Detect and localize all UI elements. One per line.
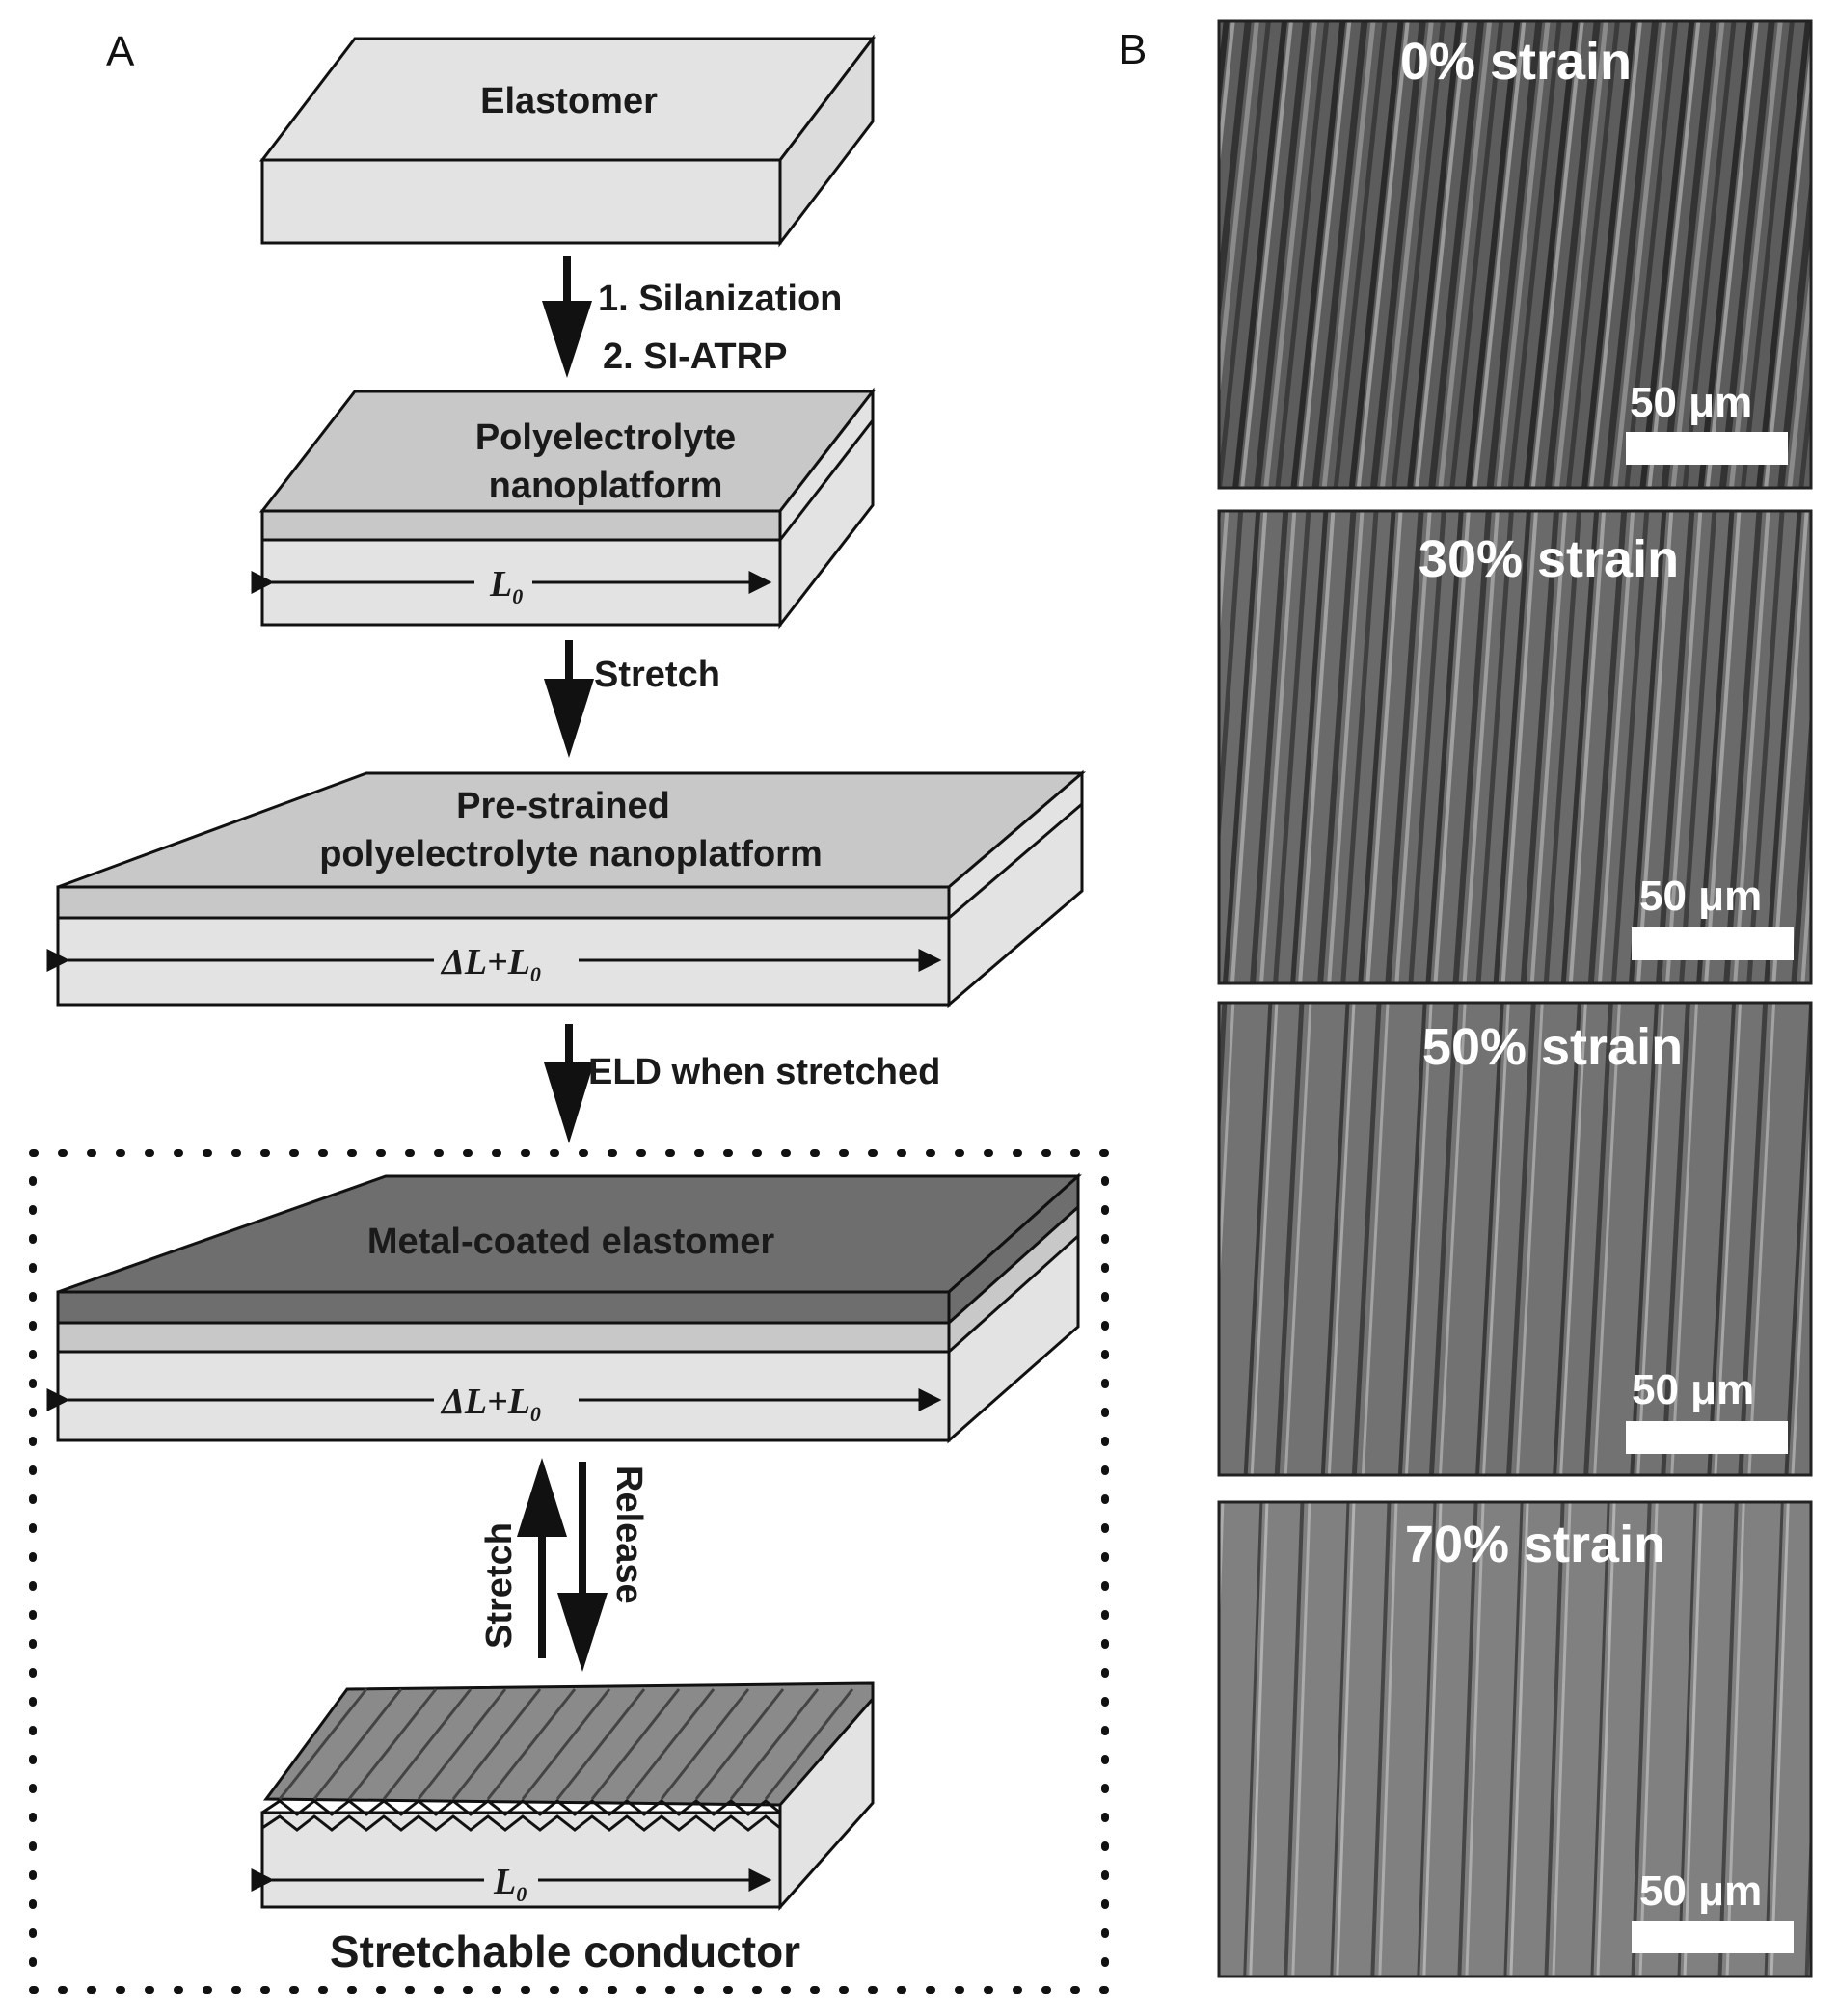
panel-b-letter: B bbox=[1119, 26, 1147, 73]
stretch-label: Stretch bbox=[594, 655, 720, 695]
scale-bar-50 bbox=[1626, 1421, 1788, 1454]
micrograph-70-label: 70% strain bbox=[1405, 1516, 1665, 1573]
stretch-vertical-label: Stretch bbox=[479, 1522, 520, 1649]
scale-bar-70 bbox=[1632, 1921, 1794, 1953]
prestrained-label-2: polyelectrolyte nanoplatform bbox=[319, 834, 823, 874]
arrow-silanization: 1. Silanization 2. SI-ATRP bbox=[542, 256, 842, 378]
micrograph-30-label: 30% strain bbox=[1419, 530, 1679, 588]
polyelectrolyte-label-2: nanoplatform bbox=[489, 466, 723, 506]
stretchable-conductor-label: Stretchable conductor bbox=[330, 1926, 800, 1976]
wrinkled-conductor-slab: L0 Stretchable conductor bbox=[251, 1681, 875, 1976]
length-label-dl-l0: ΔL+L0 bbox=[440, 942, 541, 986]
elastomer-slab: Elastomer bbox=[258, 34, 877, 248]
prestrained-label-1: Pre-strained bbox=[456, 786, 670, 826]
length-label-l0-2: L0 bbox=[493, 1862, 527, 1906]
prestrained-slab: Pre-strained polyelectrolyte nanoplatfor… bbox=[46, 769, 1087, 1008]
scale-label-30: 50 μm bbox=[1639, 873, 1762, 920]
release-vertical-label: Release bbox=[608, 1465, 649, 1604]
stretch-release-arrows: Stretch Release bbox=[479, 1458, 649, 1672]
length-label-dl-l0-2: ΔL+L0 bbox=[440, 1382, 541, 1426]
si-atrp-label: 2. SI-ATRP bbox=[603, 336, 787, 377]
micrograph-50-label: 50% strain bbox=[1422, 1018, 1683, 1076]
eld-label: ELD when stretched bbox=[588, 1052, 940, 1092]
length-label-l0: L0 bbox=[489, 564, 523, 608]
scale-bar-0 bbox=[1626, 432, 1788, 465]
scale-bar-30 bbox=[1632, 927, 1794, 960]
scale-label-0: 50 μm bbox=[1630, 379, 1752, 426]
scale-label-50: 50 μm bbox=[1632, 1366, 1754, 1413]
panel-a-letter: A bbox=[106, 28, 135, 75]
micrograph-0-label: 0% strain bbox=[1400, 33, 1632, 91]
silanization-label: 1. Silanization bbox=[598, 279, 842, 319]
micrograph-50-strain: 50% strain 50 μm bbox=[1217, 1001, 1813, 1477]
arrow-stretch: Stretch bbox=[544, 640, 720, 758]
polyelectrolyte-slab: Polyelectrolyte nanoplatform L0 bbox=[251, 387, 877, 630]
micrograph-0-strain: 0% strain 50 μm bbox=[1217, 19, 1813, 490]
micrograph-30-strain: 30% strain 50 μm bbox=[1217, 509, 1813, 985]
polyelectrolyte-label-1: Polyelectrolyte bbox=[475, 417, 736, 458]
arrow-eld: ELD when stretched bbox=[544, 1024, 940, 1143]
metal-coated-slab: Metal-coated elastomer ΔL+L0 bbox=[46, 1172, 1082, 1444]
metal-coated-label: Metal-coated elastomer bbox=[367, 1222, 775, 1262]
scale-label-70: 50 μm bbox=[1639, 1868, 1762, 1915]
micrograph-70-strain: 70% strain 50 μm bbox=[1217, 1500, 1813, 1978]
elastomer-label: Elastomer bbox=[480, 81, 658, 121]
